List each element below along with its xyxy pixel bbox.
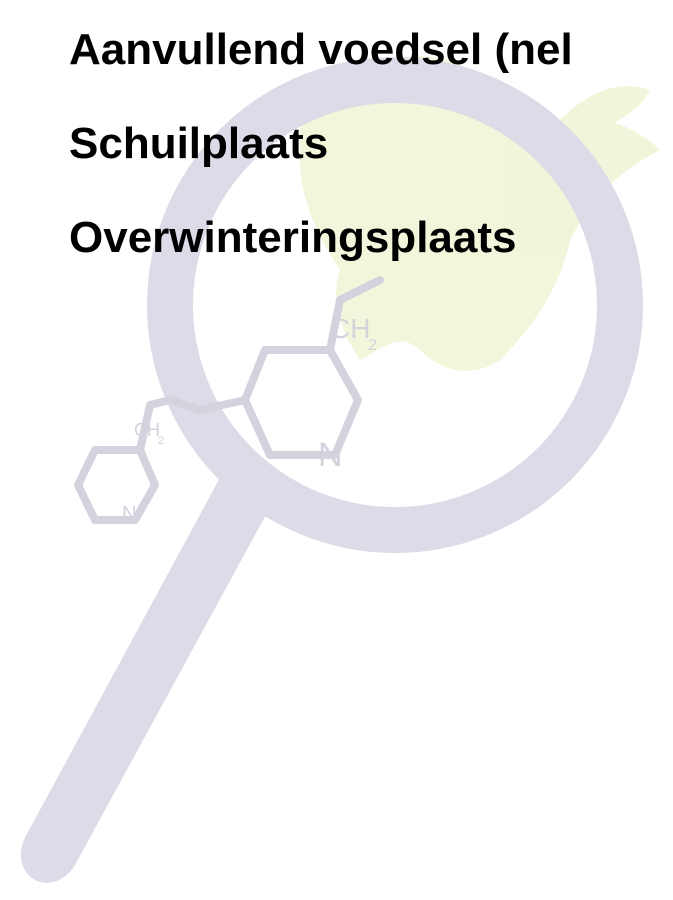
formula-sub-upper: 2 bbox=[368, 337, 377, 354]
list-item-aanvullend-voedsel: Aanvullend voedsel (nel bbox=[69, 25, 573, 74]
formula-sub-lower: 2 bbox=[158, 435, 164, 447]
formula-ch2-upper: CH bbox=[330, 313, 370, 344]
formula-n-upper: N bbox=[318, 436, 343, 474]
formula-n-lower: N bbox=[122, 503, 136, 525]
list-item-schuilplaats: Schuilplaats bbox=[69, 119, 329, 168]
molecule-labels: CH 2 N CH 2 N bbox=[122, 313, 377, 525]
formula-ch2-lower: CH bbox=[134, 420, 160, 440]
molecule-structure-icon bbox=[74, 276, 384, 524]
magnifying-glass-icon bbox=[20, 57, 643, 883]
list-item-overwinteringsplaats: Overwinteringsplaats bbox=[69, 213, 517, 262]
